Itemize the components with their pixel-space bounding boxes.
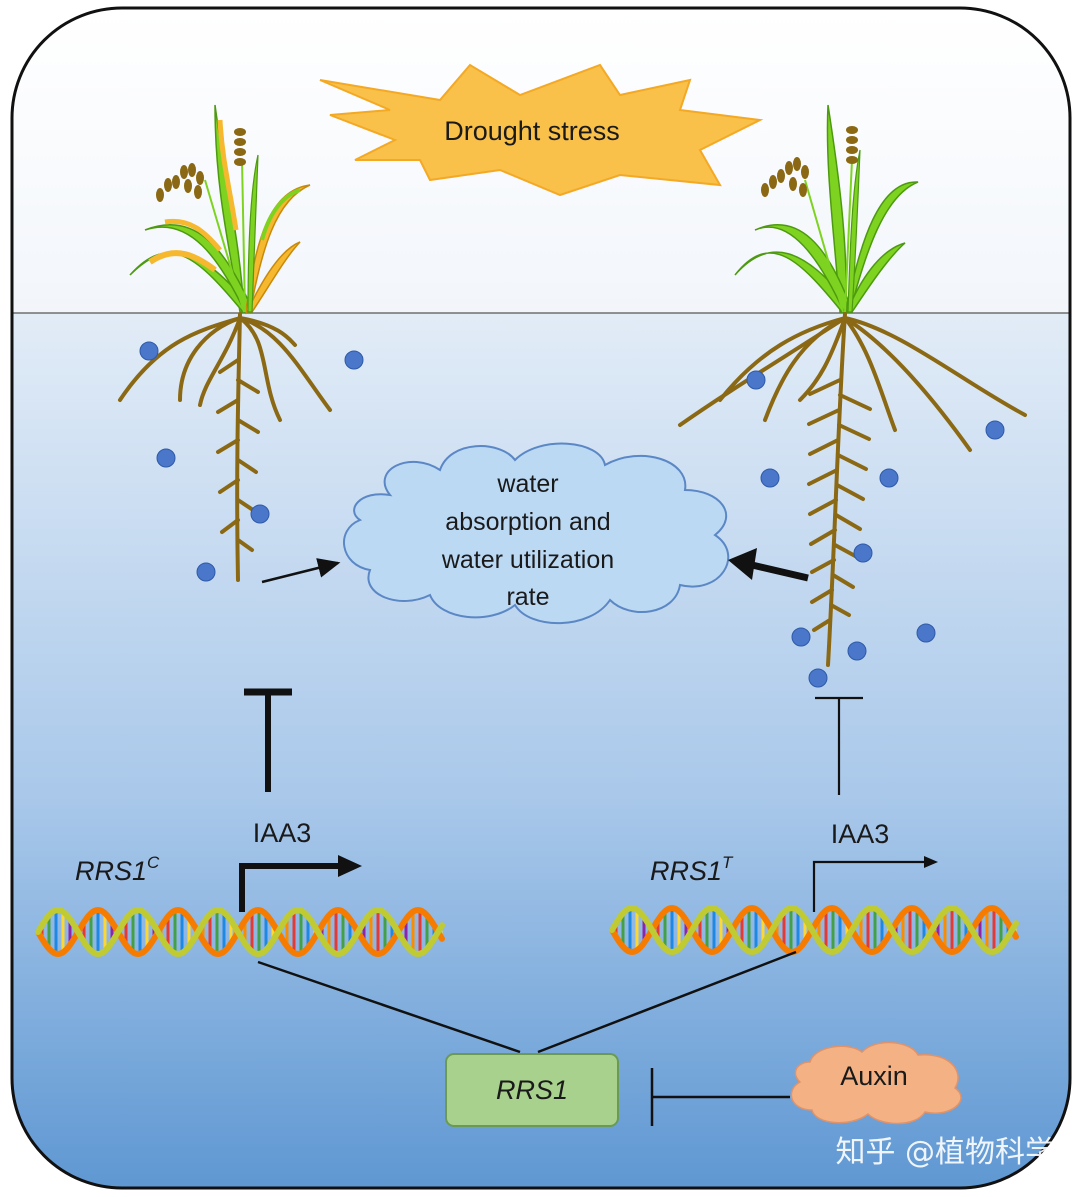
water-dots <box>139 341 1005 688</box>
arrow-left-to-cloud <box>261 558 341 584</box>
cloud-line-4: rate <box>506 583 549 611</box>
inhibit-left <box>244 688 292 792</box>
roots-healthy <box>678 312 1027 667</box>
dna-strand <box>35 906 445 958</box>
drought-stress-burst: Drought stress <box>319 63 764 197</box>
auxin-inhibit <box>650 1068 790 1126</box>
iaa3-left-label: IAA3 <box>253 818 312 848</box>
plant-stressed <box>129 104 311 315</box>
dna-strand <box>609 904 1019 956</box>
dna-strand <box>609 904 1019 956</box>
watermark: 知乎 @植物科学 <box>835 1135 1055 1170</box>
auxin-label: Auxin <box>840 1061 908 1091</box>
promoter-arrow-right <box>812 856 938 912</box>
link-right-to-rrs1 <box>537 950 797 1054</box>
promoter-arrow-left <box>239 855 362 912</box>
cloud-line-2: absorption and <box>445 508 610 536</box>
sun-label: Drought stress <box>444 116 620 146</box>
sun-shape <box>319 63 764 197</box>
rrs1-box: RRS1 <box>445 1053 619 1127</box>
cloud-line-3: water utilization <box>441 546 614 574</box>
link-left-to-rrs1 <box>257 960 521 1054</box>
gene-left-label: RRS1C <box>75 853 160 886</box>
auxin-cloud: Auxin <box>790 1041 962 1125</box>
iaa3-right-label: IAA3 <box>831 819 890 849</box>
plant-healthy <box>734 104 919 315</box>
dna-strand <box>35 906 445 958</box>
arrow-right-to-cloud <box>728 548 809 582</box>
inhibit-right <box>815 696 863 795</box>
gene-right-label: RRS1T <box>650 853 734 886</box>
water-absorption-cloud: water absorption and water utilization r… <box>343 442 730 625</box>
dna-helix-left <box>35 906 445 958</box>
dna-helix-right <box>609 904 1019 956</box>
frame-border <box>10 6 1072 1190</box>
rrs1-label: RRS1 <box>496 1075 568 1105</box>
cloud-line-1: water <box>496 470 558 498</box>
roots-stressed <box>118 312 332 582</box>
